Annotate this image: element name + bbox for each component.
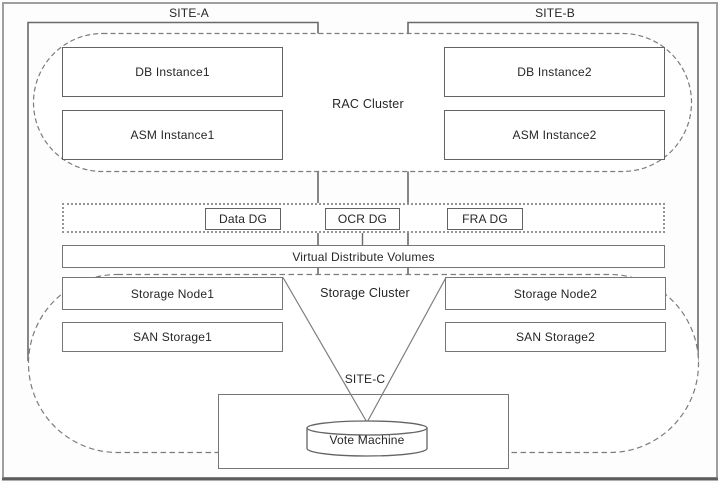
storage-node2-box: Storage Node2	[445, 277, 666, 310]
asm-instance1-box: ASM Instance1	[62, 110, 283, 160]
vote-link-right-line	[366, 277, 447, 422]
vote-machine-label: Vote Machine	[329, 433, 405, 447]
db-instance2-box: DB Instance2	[444, 47, 665, 97]
db-instance1-label: DB Instance1	[135, 65, 210, 79]
ocr-dg-label: OCR DG	[337, 212, 388, 226]
san-storage2-label: SAN Storage2	[515, 330, 596, 344]
rac-cluster-title: RAC Cluster	[332, 97, 404, 111]
san-storage1-label: SAN Storage1	[132, 330, 213, 344]
db-instance2-label: DB Instance2	[517, 65, 592, 79]
asm-instance1-label: ASM Instance1	[130, 128, 215, 142]
virtual-volumes-label: Virtual Distribute Volumes	[292, 249, 435, 264]
data-dg-label: Data DG	[218, 212, 268, 226]
site-c-title: SITE-C	[344, 372, 386, 386]
asm-instance2-label: ASM Instance2	[512, 128, 597, 142]
ocr-dg-box: OCR DG	[325, 208, 400, 230]
storage-cluster-title: Storage Cluster	[320, 286, 410, 300]
asm-instance2-box: ASM Instance2	[444, 110, 665, 160]
storage-node2-label: Storage Node2	[513, 286, 598, 301]
san-storage2-box: SAN Storage2	[445, 322, 666, 352]
vote-machine-cylinder-top	[306, 420, 428, 436]
fra-dg-label: FRA DG	[462, 212, 508, 226]
fra-dg-box: FRA DG	[447, 208, 523, 230]
storage-node1-label: Storage Node1	[130, 286, 215, 301]
site-b-title: SITE-B	[535, 6, 575, 20]
vote-link-left-line	[282, 277, 368, 422]
virtual-volumes-box: Virtual Distribute Volumes	[62, 245, 665, 268]
site-a-title: SITE-A	[169, 6, 209, 20]
storage-node1-box: Storage Node1	[62, 277, 283, 310]
san-storage1-box: SAN Storage1	[62, 322, 283, 352]
vote-machine-cylinder-body	[306, 427, 428, 457]
data-dg-box: Data DG	[205, 208, 281, 230]
db-instance1-box: DB Instance1	[62, 47, 283, 97]
